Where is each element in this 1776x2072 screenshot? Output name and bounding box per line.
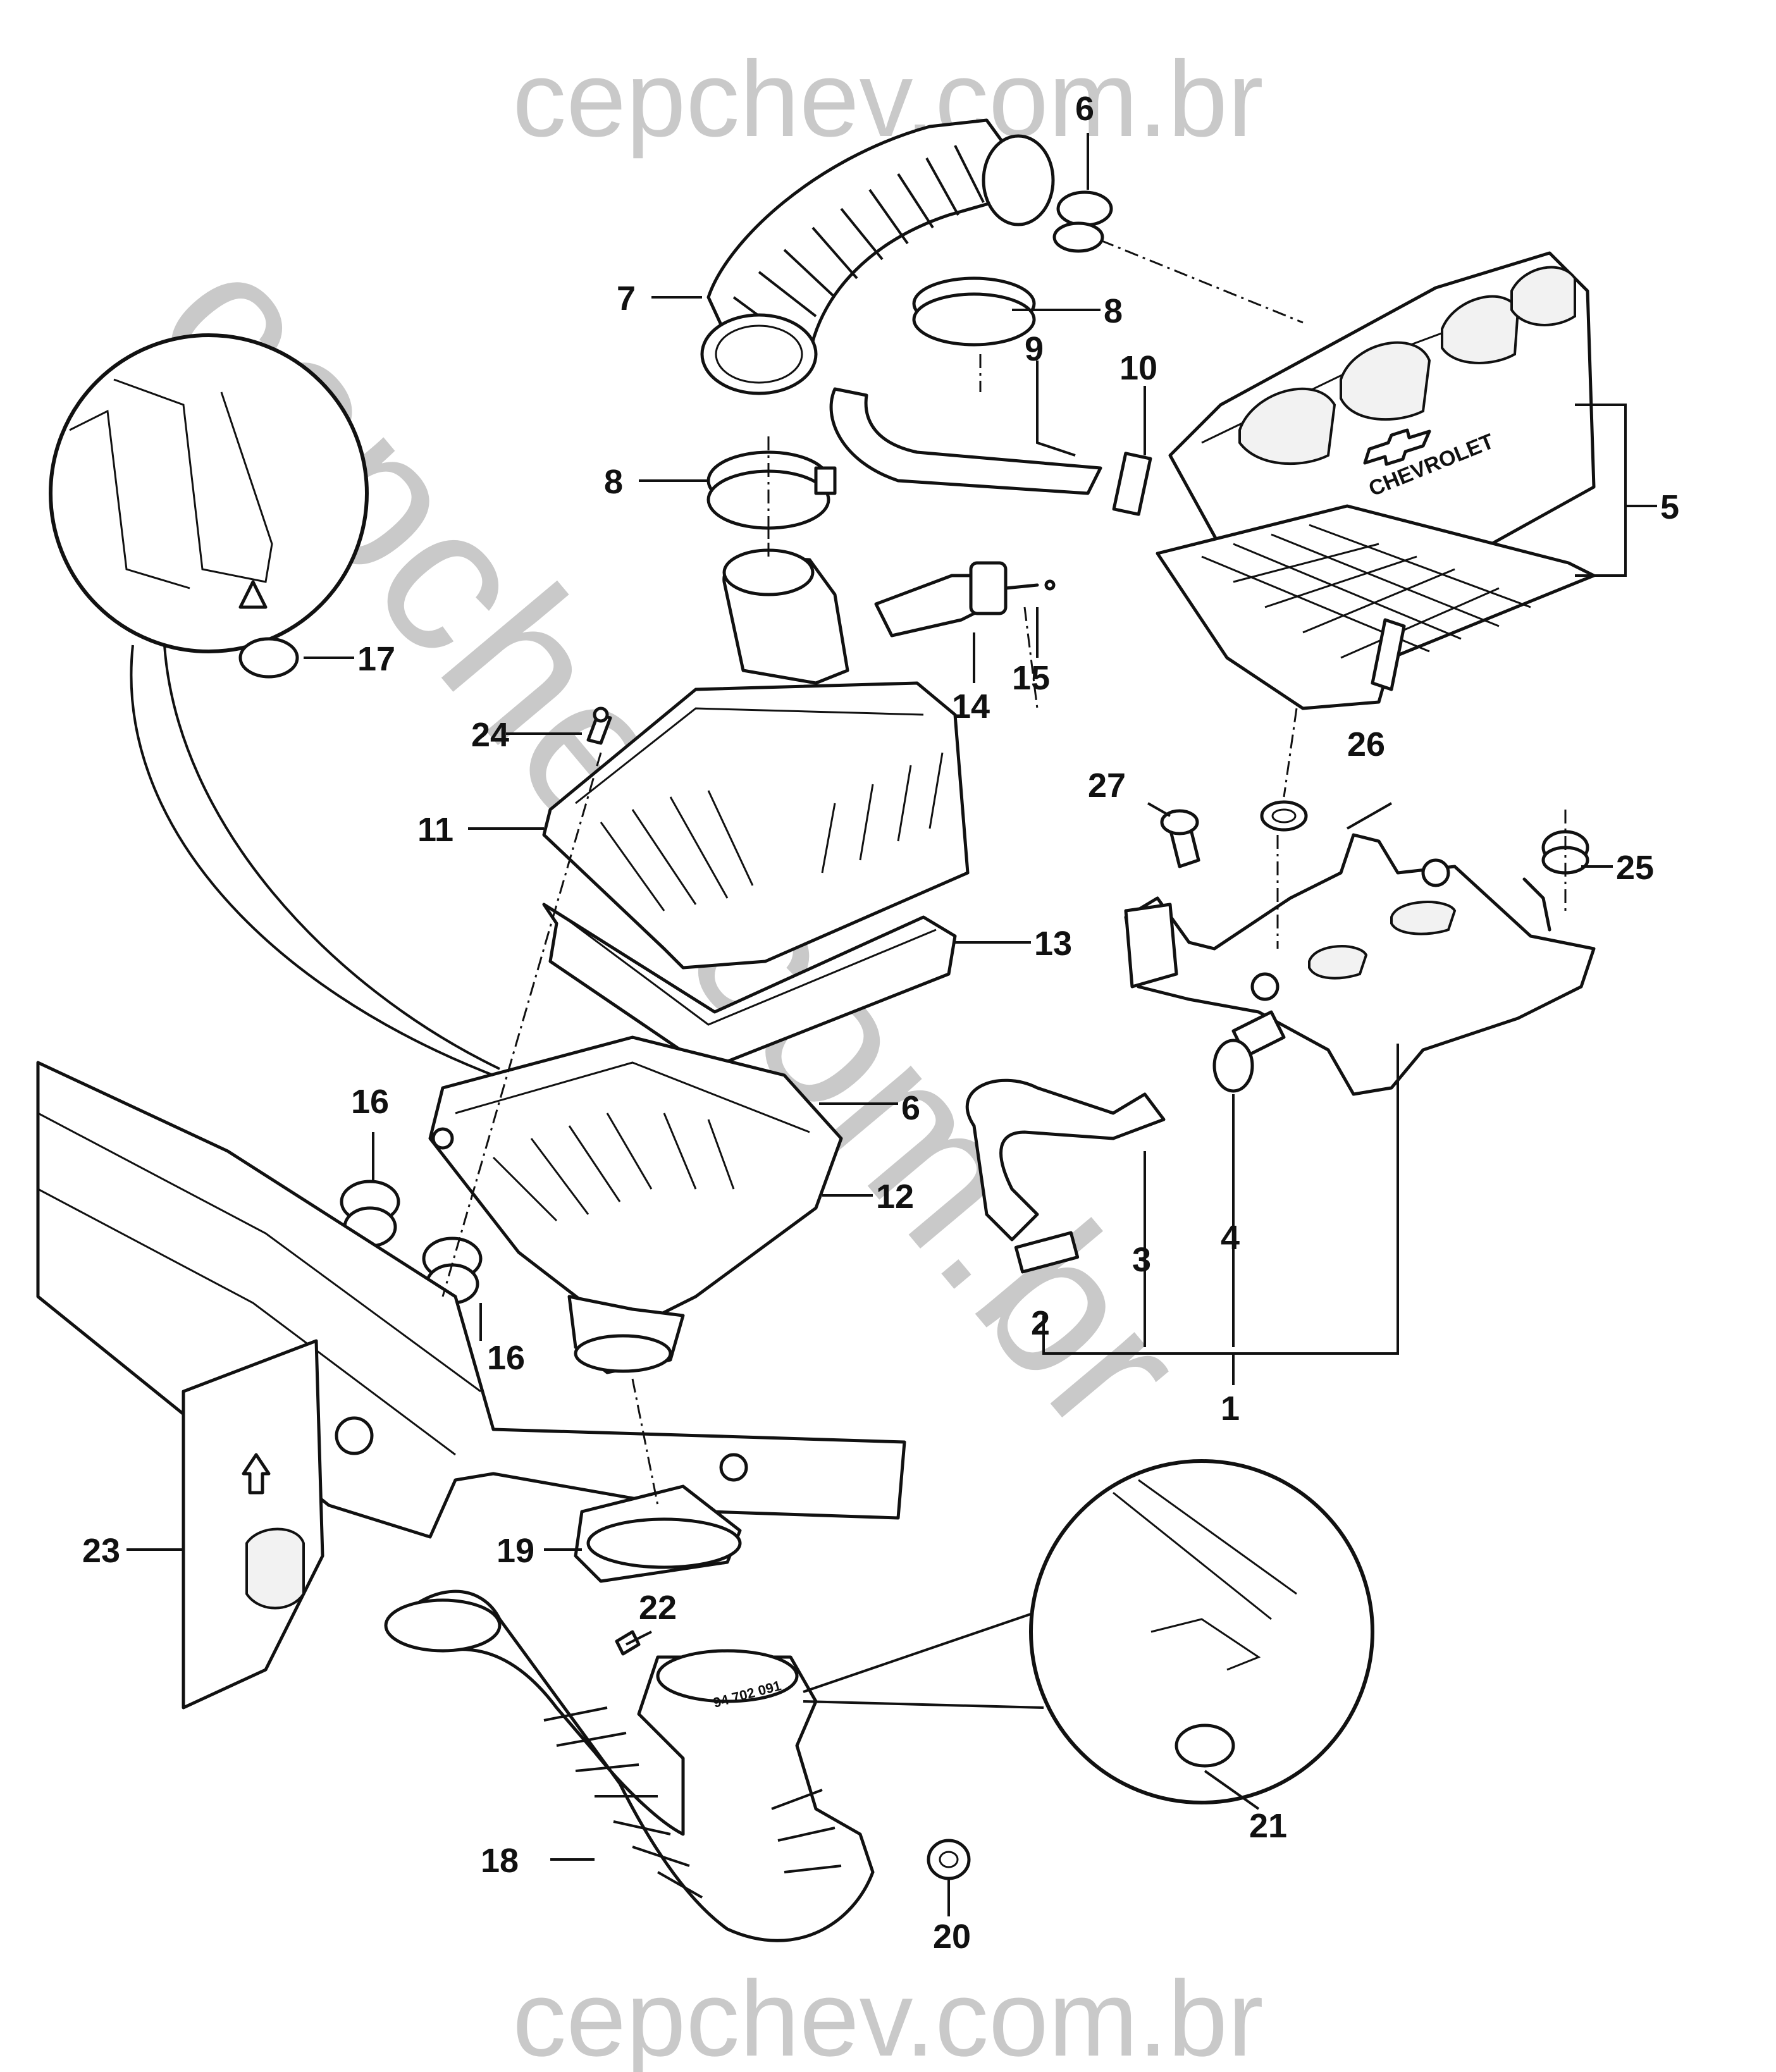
breather-hose [829, 387, 1152, 516]
screw-24 [586, 706, 612, 745]
callout-8-upper: 8 [1104, 292, 1123, 330]
arrow-up-icon [242, 1453, 271, 1495]
callout-13: 13 [1034, 925, 1072, 963]
hose-clamp-8-upper [912, 276, 1036, 347]
washer-26 [1260, 800, 1308, 832]
watermark-bottom: cepchev.com.br [512, 1959, 1263, 2072]
callout-21: 21 [1249, 1807, 1287, 1845]
spacer-27 [1160, 809, 1200, 868]
callout-16-upper: 16 [351, 1083, 389, 1121]
callout-12: 12 [876, 1178, 914, 1216]
callout-9: 9 [1025, 330, 1044, 368]
front-support-structure [36, 1061, 906, 1710]
callout-3: 3 [1132, 1241, 1151, 1279]
callout-17: 17 [357, 640, 395, 678]
engine-cover-filter-grid [1156, 504, 1596, 710]
callout-leaders [126, 133, 1657, 1916]
callout-10: 10 [1119, 349, 1157, 387]
lower-intake-duct: 94 702 091 [384, 1589, 875, 1942]
callout-24: 24 [471, 716, 509, 754]
callout-23: 23 [82, 1532, 120, 1570]
detail-zoom-17 [49, 333, 500, 1076]
callout-19: 19 [496, 1532, 534, 1570]
hose-clamp-6-top [1052, 190, 1113, 253]
maf-sensor [874, 561, 1056, 638]
inlet-19 [574, 1484, 742, 1583]
callout-4: 4 [1221, 1219, 1240, 1257]
callout-27: 27 [1088, 767, 1126, 805]
callout-20: 20 [933, 1918, 971, 1956]
callout-8-lower: 8 [604, 463, 623, 501]
callout-1: 1 [1221, 1390, 1240, 1428]
grommet-20 [927, 1839, 971, 1880]
callout-14: 14 [952, 688, 990, 725]
hose-clamp-8-lower [706, 450, 837, 530]
callout-5: 5 [1660, 488, 1679, 526]
callout-2: 2 [1031, 1304, 1050, 1342]
callout-16-lower: 16 [487, 1339, 525, 1377]
callout-6-mid: 6 [901, 1089, 920, 1127]
mounting-bracket [1124, 833, 1596, 1096]
callout-15: 15 [1012, 659, 1050, 697]
air-cleaner-upper-housing [542, 548, 970, 970]
callout-18: 18 [481, 1842, 519, 1880]
callout-numbers: 6 7 8 9 10 8 5 14 15 17 24 26 27 11 25 1… [82, 90, 1679, 1956]
clamp-4 [1212, 1039, 1254, 1093]
air-filter-element [542, 903, 957, 1071]
clamp-2 [1014, 1231, 1080, 1274]
detail-zoom-21 [803, 1459, 1374, 1804]
callout-6-top: 6 [1075, 90, 1094, 128]
callout-7: 7 [617, 280, 636, 318]
chevrolet-bowtie-icon [1363, 428, 1431, 466]
callout-25: 25 [1616, 849, 1654, 887]
assembly-lines [441, 239, 1567, 1506]
intake-hose-corrugated [700, 118, 1055, 395]
callout-26: 26 [1347, 725, 1385, 763]
callout-11: 11 [417, 811, 453, 849]
air-cleaner-lower-housing [428, 1035, 843, 1374]
callout-22: 22 [639, 1589, 677, 1627]
